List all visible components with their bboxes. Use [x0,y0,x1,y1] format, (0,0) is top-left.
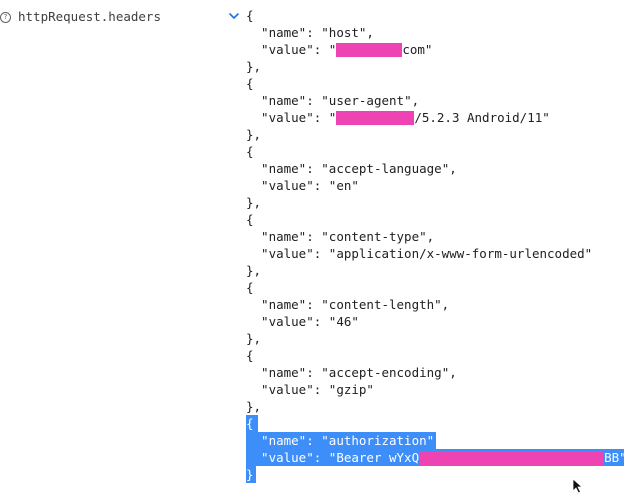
json-name-line: "name": "user-agent", [246,93,420,108]
json-name-line: "name": "authorization", [246,432,442,449]
redaction-block [419,451,605,465]
chevron-down-icon[interactable] [228,10,240,22]
json-close-brace: }, [246,263,262,278]
json-value-line: "value": "application/x-www-form-urlenco… [246,246,593,261]
selection-highlight [246,432,436,449]
json-name-line: "name": "accept-language", [246,161,457,176]
json-value-line: "value": "gzip" [246,382,374,397]
json-name-line: "name": "host", [246,25,374,40]
header-name: accept-language [328,161,442,176]
header-name: user-agent [328,93,405,108]
json-open-brace: { [246,348,254,363]
json-name-line: "name": "accept-encoding", [246,365,457,380]
json-name-line: "name": "content-length", [246,297,450,312]
json-value-line: "value": "/5.2.3 Android/11" [246,110,550,125]
header-name: content-length [328,297,435,312]
json-open-brace: { [246,212,254,227]
json-name-line: "name": "content-type", [246,229,435,244]
json-close-brace: }, [246,331,262,346]
json-open-brace: { [246,280,254,295]
mouse-pointer-icon [572,478,584,494]
json-value-line: "value": "com" [246,42,433,57]
header-name: host [328,25,359,40]
header-value-suffix: /5.2.3 Android/11 [414,110,543,125]
header-value: gzip [336,382,367,397]
help-icon[interactable]: ? [0,12,11,23]
field-name: httpRequest.headers [18,9,161,24]
redaction-block [336,111,415,125]
json-open-brace: { [246,415,630,432]
selection-highlight [246,415,258,432]
json-value-line: "value": "46" [246,314,359,329]
json-close-brace: }, [246,59,262,74]
json-close-brace: }, [246,399,262,414]
header-value-suffix: BB [604,450,620,465]
header-value: 46 [336,314,352,329]
header-value: en [336,178,352,193]
header-name: accept-encoding [328,365,442,380]
header-name: authorization [328,433,427,448]
json-value-line: "value": "en" [246,178,359,193]
json-close-brace: }, [246,195,262,210]
redaction-block [336,43,403,57]
header-name: content-type [328,229,420,244]
selection-highlight [246,466,256,483]
header-value: Bearer wYxQ [336,450,420,465]
headers-json-view[interactable]: { "name": "host", "value": "com"},{ "nam… [246,7,630,483]
json-open-brace: { [246,8,254,23]
header-value: application/x-www-form-urlencoded [336,246,585,261]
json-open-brace: { [246,76,254,91]
json-open-brace: { [246,144,254,159]
json-close-brace: } [246,466,630,483]
header-value-suffix: com [402,42,425,57]
json-close-brace: }, [246,127,262,142]
